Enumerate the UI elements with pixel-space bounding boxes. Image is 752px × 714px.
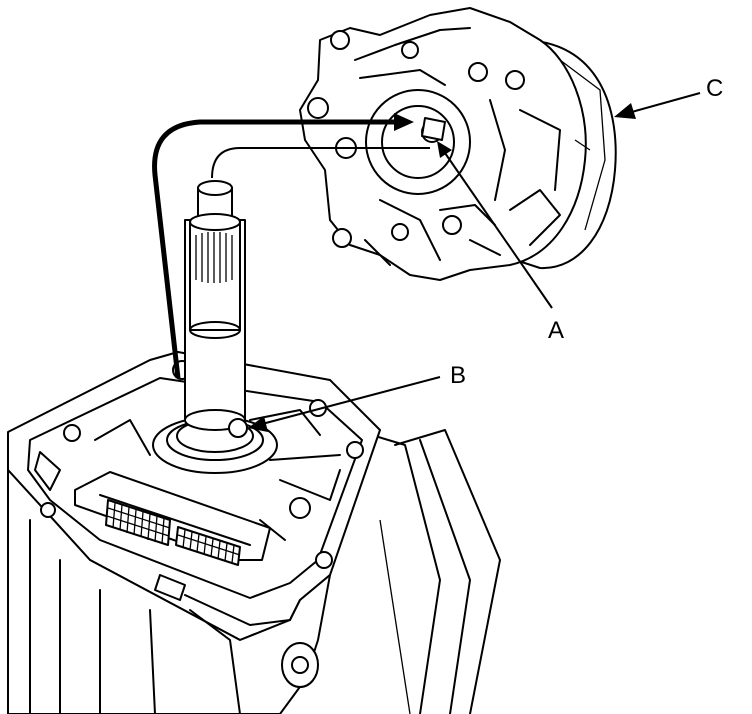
mounting-boss [281,642,319,688]
detent-grille-left [105,499,171,546]
flange-bolt-holes [40,360,364,569]
transmission-housing [7,351,501,714]
alignment-lines [152,92,701,432]
callout-label-b: B [450,362,466,389]
leader-c [627,92,701,114]
alignment-guide-thin [211,147,430,179]
housing-bolt-holes [307,30,525,248]
callout-label-a: A [548,317,564,344]
case-body [7,469,331,714]
leader-b [261,376,441,425]
oil-guide-a [421,117,446,141]
shaft-tip [197,180,233,196]
shaft-splines [195,232,233,283]
alignment-arrow-thick [152,119,398,379]
clutch-housing-c [299,7,617,281]
detent-grille-right [175,526,241,566]
detent-plate [74,471,271,561]
support-bracket [394,429,501,714]
leader-a [444,152,553,309]
arrowhead-thick [394,113,414,131]
dowel-pin-b [228,418,248,438]
mainshaft [152,180,278,474]
callout-label-c: C [706,75,723,102]
